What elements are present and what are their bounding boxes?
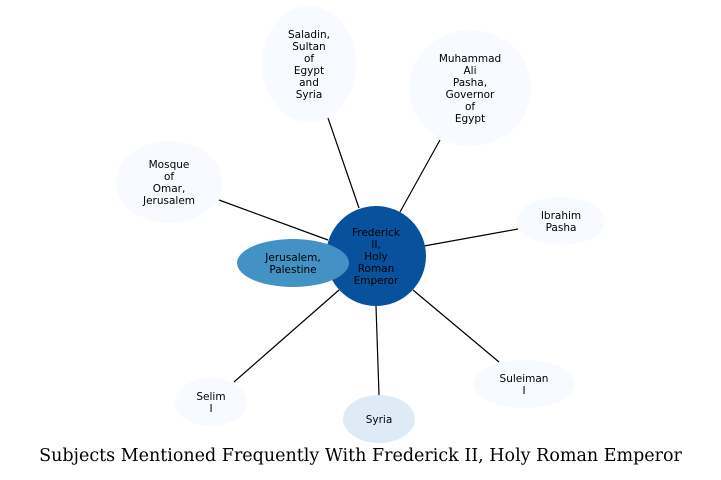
edges-layer: [218, 117, 519, 396]
edge-mosque-of-omar: [218, 199, 329, 241]
node-suleiman-shape: [473, 360, 575, 408]
node-jerusalem-label: Jerusalem,Palestine: [264, 252, 320, 276]
node-selim-shape: [175, 378, 247, 426]
edge-ibrahim-pasha: [423, 228, 519, 247]
node-saladin-shape: [262, 6, 356, 122]
edge-suleiman: [412, 289, 500, 363]
node-jerusalem-shape: [237, 239, 349, 287]
diagram-title: Subjects Mentioned Frequently With Frede…: [39, 446, 682, 466]
node-syria-label: Syria: [366, 414, 393, 426]
node-syria: Syria: [343, 395, 415, 443]
edge-saladin: [327, 117, 360, 209]
edge-syria: [375, 305, 380, 396]
node-ibrahim-pasha-shape: [517, 197, 605, 245]
node-muhammad-ali-shape: [409, 30, 531, 146]
center-node-shape: [326, 206, 426, 306]
node-jerusalem: Jerusalem,Palestine: [237, 239, 349, 287]
edge-muhammad-ali: [399, 139, 441, 213]
node-syria-shape: [343, 395, 415, 443]
node-mosque-of-omar-shape: [116, 141, 222, 223]
edge-selim: [233, 289, 340, 383]
